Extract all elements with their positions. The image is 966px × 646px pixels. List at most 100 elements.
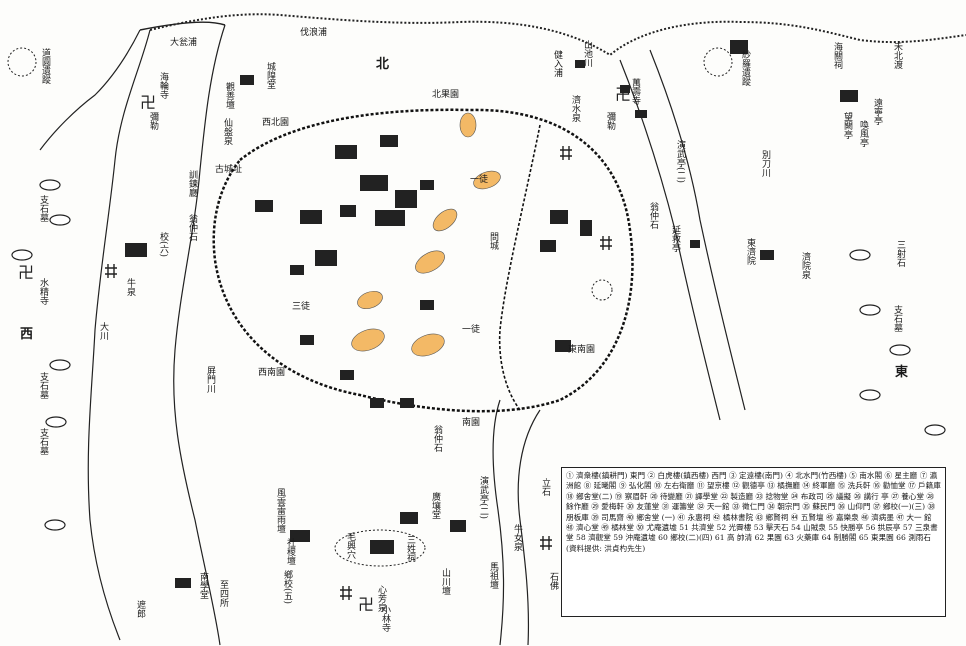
legend-item: ㉙ 愛梅軒 xyxy=(591,502,627,512)
legend-item: 55 快勝亭 xyxy=(828,523,866,533)
label-dongnan: 東南園 xyxy=(568,345,596,355)
label-niunv: 牛女泉 xyxy=(512,524,522,551)
manji-haiwang: 卍 xyxy=(140,93,156,112)
legend-item: 54 山賊泉 xyxy=(791,523,829,533)
legend-item: ㉕ 議擬 xyxy=(825,491,854,501)
legend-item: ㊾ 橘林堂 xyxy=(601,523,637,533)
label-zhishi-e: 支石墓 xyxy=(892,305,902,332)
legend-item: ㉓ 捻物堂 xyxy=(755,491,791,501)
legend-item: ㉛ 運籌堂 xyxy=(661,502,697,512)
legend-item: 帥清 xyxy=(736,533,755,543)
label-huanfeng: 喚風亭 xyxy=(858,120,868,147)
legend-item: ㊴ 司馬齋 xyxy=(591,512,627,522)
east-label: 東 xyxy=(895,365,909,380)
legend-item: 館 xyxy=(923,512,932,522)
label-daoyuan: 道圓遺蹤 xyxy=(40,48,50,84)
legend-item: (資料提供: 洪貞杓先生) xyxy=(566,543,646,553)
label-zhishimu2: 支石墓 xyxy=(38,428,48,455)
label-lishi: 立石 xyxy=(540,478,550,496)
legend-item: (一) xyxy=(661,512,678,522)
label-bingmen: 屛門川 xyxy=(205,366,215,393)
legend-item: ⑦ 瀛洲館 xyxy=(566,471,938,491)
label-sheji: 社稷壇 xyxy=(285,538,295,565)
wells xyxy=(105,146,612,600)
label-xianpan: 仙盤泉 xyxy=(222,118,232,145)
label-dahuapu: 大瓮浦 xyxy=(170,38,198,48)
legend-item: 64 制勝閣 xyxy=(821,533,859,543)
label-chenghuang: 城隍堂 xyxy=(265,62,275,89)
label-shifo: 石佛 xyxy=(548,572,558,590)
legend-item: ㉚ 友蓮堂 xyxy=(626,502,662,512)
legend-item: ⑪ 望京樓 xyxy=(696,481,733,491)
label-haiguan: 海關祠 xyxy=(832,42,842,69)
legend-item: ㊹ 五賢壇 xyxy=(790,512,826,522)
legend-item: ㊸ 鄉賢祠 xyxy=(755,512,791,522)
label-niuquan: 牛泉 xyxy=(125,278,135,296)
legend-item: 58 濟觀堂 xyxy=(576,533,614,543)
label-shuijing: 水精寺 xyxy=(38,278,48,305)
label-yitu-n: 一徒 xyxy=(470,175,489,185)
legend-item: ⑬ 橘撫廳 xyxy=(767,481,803,491)
label-mimo: 彌勒 xyxy=(148,112,158,130)
label-xiaolin: 小林寺 xyxy=(380,605,390,632)
label-masi: 馬祖壇 xyxy=(488,562,498,589)
legend-item: ⑳ 待變廳 xyxy=(649,491,686,501)
label-zhishimu1: 支石墓 xyxy=(38,195,48,222)
legend-item: ① 濟衆樓(鎮耕門) 東門 xyxy=(566,471,648,480)
legend-item: ㊻ 濟病墨 xyxy=(861,512,897,522)
legend-item: ㊼ 大一 xyxy=(896,512,924,522)
legend-item: ㊶ 永惠祠 xyxy=(677,512,713,522)
legend-item: 51 共濟堂 xyxy=(679,523,717,533)
daoyuan-circle xyxy=(7,47,37,77)
label-shanzhi: 山池川 xyxy=(582,40,592,67)
legend-item: ㉒ 製造廳 xyxy=(720,491,756,501)
label-zhisi: 至四所 xyxy=(218,580,228,607)
legend-item: ③ 定遠樓(南門) xyxy=(729,471,786,480)
legend-item: 57 三泉書堂 xyxy=(566,523,938,543)
legend-item: 60 鄉校(二)(四) xyxy=(658,533,715,543)
legend-item: ㉜ 天一館 xyxy=(696,502,733,512)
label-haiwangsi: 海輪寺 xyxy=(158,72,168,99)
ponds xyxy=(351,112,501,357)
legend-item: ㉝ 徵仁門 xyxy=(732,502,768,512)
label-xianglu: 鄉校(五) xyxy=(282,570,292,605)
manji-west: 卍 xyxy=(18,263,34,282)
sanxing-circle xyxy=(334,529,426,567)
legend-item: ㊺ 嘉樂泉 xyxy=(825,512,862,522)
label-fengyun: 風雲雷雨壇 xyxy=(275,488,285,533)
label-xunlian: 訓鍊廳 xyxy=(187,170,197,197)
label-zhanglang: 遮郎 xyxy=(135,600,145,618)
label-dachuan: 大川 xyxy=(98,322,108,340)
label-guanshan: 觀善壇 xyxy=(224,82,234,109)
legend-item: ㉔ 布政司 xyxy=(790,491,826,501)
legend-item: ㊲ 鄉校(一)(三) xyxy=(872,502,928,512)
legend-item: ㉘ 餘作廳 xyxy=(566,491,934,512)
legend-item: ㊷ 橘林書院 xyxy=(712,512,756,522)
label-yuhang: 遠寧亭 xyxy=(872,98,882,125)
label-santu: 三徒 xyxy=(292,302,311,312)
legend-item: 61 高 xyxy=(714,533,737,543)
label-nanxue: 南學堂 xyxy=(198,572,208,599)
legend-item: 56 拱辰亭 xyxy=(865,523,903,533)
legend-item: ㉞ 朝宗門 xyxy=(767,502,803,512)
legend-item: ㊵ 鄉舍堂 xyxy=(626,512,662,522)
label-zhishimu3: 支石墓 xyxy=(38,372,48,399)
west-label: 西 xyxy=(20,327,34,342)
label-nanyuan: 南園 xyxy=(462,418,481,428)
label-yanjiu: 延救亭 xyxy=(670,225,680,252)
label-xibei: 西北園 xyxy=(262,118,290,128)
legend-item: ④ 北水門(竹西樓) xyxy=(785,471,850,480)
legend-item: ㊿ 尤庵遺墟 xyxy=(636,523,680,533)
city-wall xyxy=(212,108,634,413)
legend-item: ⑱ 鄉舍堂(二) xyxy=(566,491,615,501)
rivers xyxy=(39,24,746,646)
legend-item: ㊱ 山仰門 xyxy=(837,502,873,512)
label-xinfang: 心芳泉 xyxy=(376,585,386,612)
label-guangyang: 廣壤堂 xyxy=(430,492,440,519)
label-mimo2: 彌勒 xyxy=(605,112,615,130)
legend-item: ㊳ 朋板庫 xyxy=(566,502,936,522)
legend-item: 66 測雨石 xyxy=(896,533,931,543)
label-wengzhong-e: 翁仲石 xyxy=(648,202,658,229)
